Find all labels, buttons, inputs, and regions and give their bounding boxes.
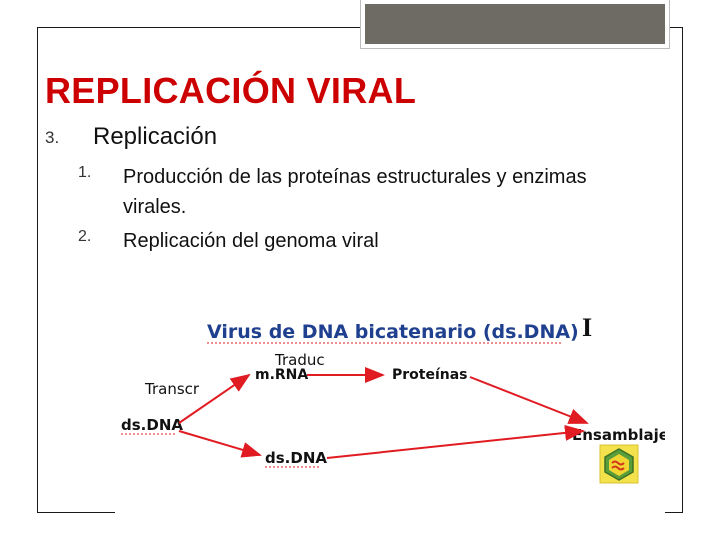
translation-label: Traduc [274, 351, 325, 369]
arrow-transcription [178, 373, 251, 424]
list-item-text: Replicación del genoma viral [123, 230, 379, 252]
proteins-node: Proteínas [392, 367, 468, 383]
dsdna-source-node: ds.DNA [121, 416, 183, 434]
text-cursor-icon: I [582, 313, 593, 342]
replication-diagram: Virus de DNA bicatenario (ds.DNA) Traduc… [115, 295, 669, 517]
list-item-number: 2. [78, 228, 92, 245]
assembly-node: Ensamblaje [572, 426, 665, 444]
arrow-replication [178, 430, 262, 458]
list-item-number: 1. [78, 164, 92, 181]
transcription-label: Transcr [144, 380, 200, 398]
decorative-tab [360, 0, 670, 49]
section-label: Replicación [93, 123, 218, 150]
arrow-proteins-to-assembly [469, 376, 589, 424]
dsdna-copy-node: ds.DNA [265, 449, 327, 467]
list-item-text: Producción de las proteínas estructurale… [123, 166, 587, 218]
section-number: 3. [45, 128, 60, 147]
diagram-svg: Virus de DNA bicatenario (ds.DNA) Traduc… [121, 321, 669, 484]
slide-title: REPLICACIÓN VIRAL [45, 70, 417, 111]
assembly-virus-icon [599, 444, 639, 484]
arrow-dsdna-to-assembly [326, 424, 585, 459]
mrna-node: m.RNA [255, 367, 308, 383]
diagram-title: Virus de DNA bicatenario (ds.DNA) [207, 321, 579, 343]
